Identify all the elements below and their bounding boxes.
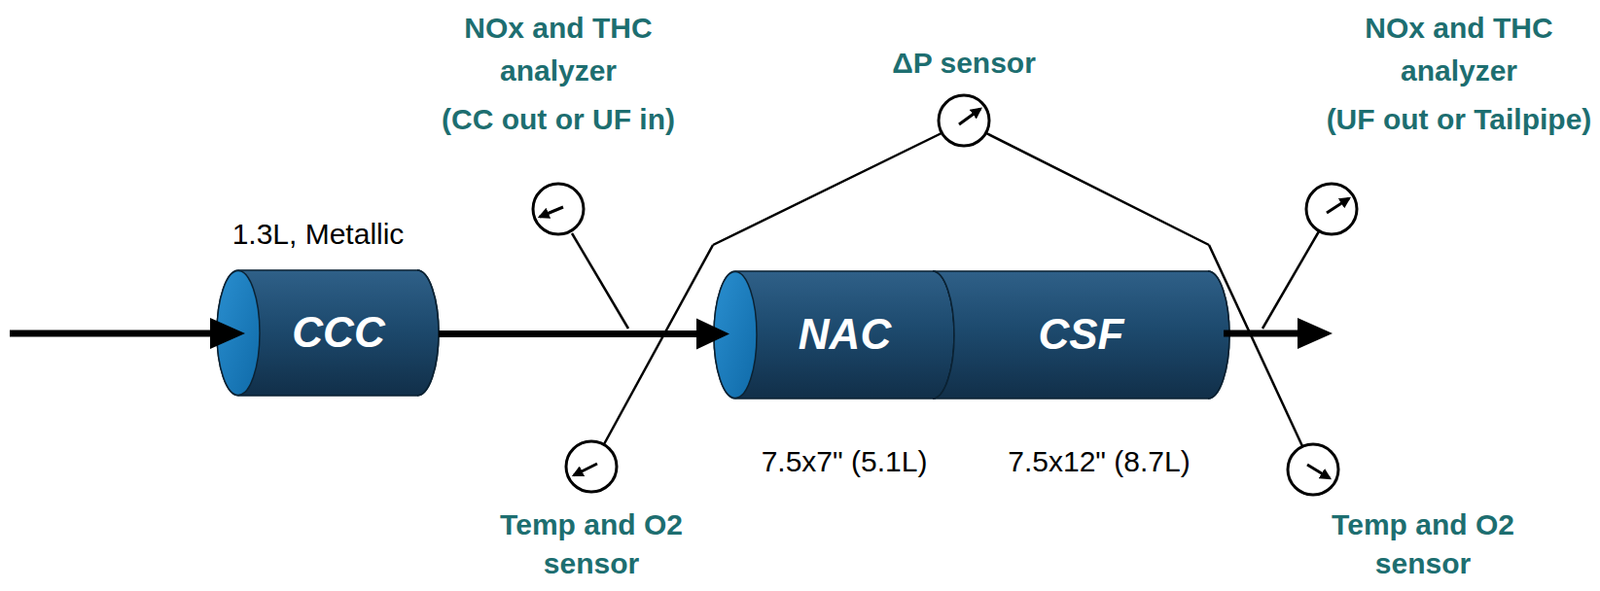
cylinder-body [932,271,1230,399]
sensor-label: NOx and THC analyzer [441,6,676,93]
flow-arrow [438,319,730,351]
cylinder-body [216,270,439,396]
gauge-symbol [533,183,584,235]
node-body: CSF [932,271,1230,399]
sensor-label: NOx and THC analyzer [1342,6,1576,93]
sensor-label: (UF out or Tailpipe) [1326,98,1593,142]
part-name: NAC [798,311,891,358]
dimension-label: 7.5x7" (5.1L) [761,443,928,481]
cylinder-body [713,271,955,399]
sensor-label: Temp and O2 sensor [474,505,709,584]
dimension-label: 7.5x12" (8.7L) [1007,443,1190,481]
gauge-symbol [1306,183,1357,235]
sensor-label: Temp and O2 sensor [1306,505,1540,584]
leader-lines [571,133,1319,447]
outlet-arrow [1223,318,1333,350]
catalyst-cylinder: NAC [713,271,955,399]
gauge-symbol [938,95,990,146]
node-body: CCC [216,270,439,396]
sensor-label: ΔP sensor [891,44,1036,82]
sensor-label: (CC out or UF in) [441,98,676,142]
part-name: CCC [291,309,385,356]
node-body: NAC [713,271,955,399]
gauge-symbol [566,441,617,493]
arrow-head [696,319,730,351]
gauge-symbol [1287,444,1339,496]
part-name: CSF [1038,311,1125,358]
inlet-arrow [9,318,246,350]
catalyst-cylinder: CSF [932,271,1230,399]
arrow-shaft [438,330,701,338]
catalyst-cylinder: CCC [216,270,439,396]
part-spec: 1.3L, Metallic [232,215,405,253]
cylinder-end [417,270,439,396]
